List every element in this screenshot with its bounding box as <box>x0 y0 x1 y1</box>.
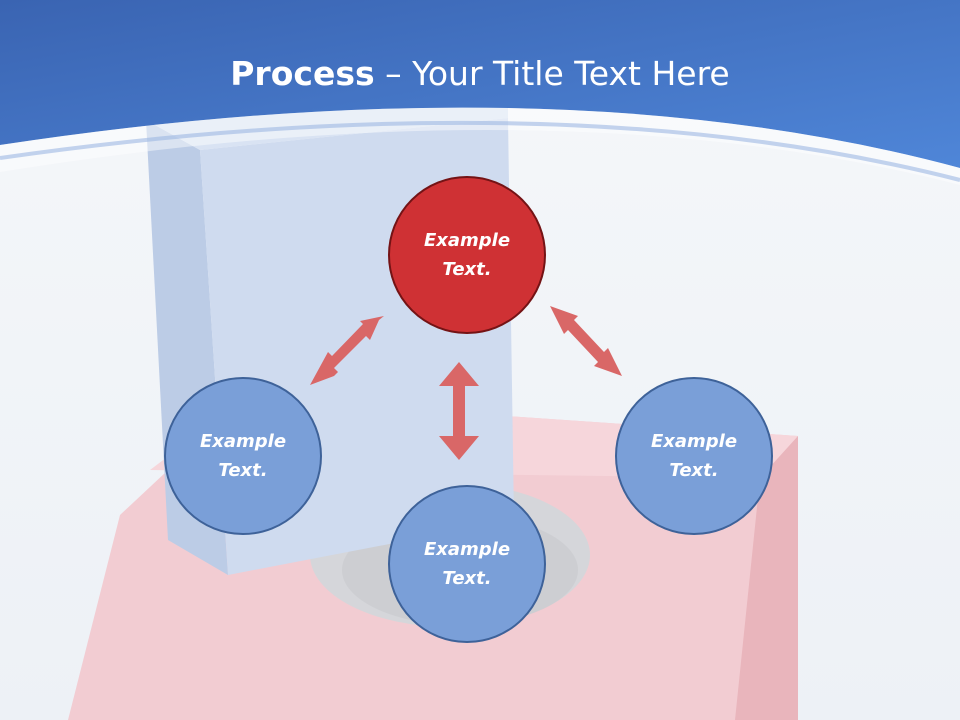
slide-title: Process – Your Title Text Here <box>0 52 960 96</box>
process-node-right: Example Text. <box>615 377 773 535</box>
node-top-label: Example Text. <box>423 230 511 280</box>
process-node-left: Example Text. <box>164 377 322 535</box>
process-node-bottom: Example Text. <box>388 485 546 643</box>
double-arrow-top-left <box>310 316 384 385</box>
title-bold: Process <box>230 54 375 93</box>
title-rest: – Your Title Text Here <box>374 54 730 93</box>
node-right-label: Example Text. <box>650 431 738 481</box>
double-arrow-vertical <box>439 362 479 460</box>
node-bottom-label: Example Text. <box>423 539 511 589</box>
process-node-top: Example Text. <box>388 176 546 334</box>
node-left-label: Example Text. <box>199 431 287 481</box>
double-arrow-top-right <box>550 306 622 376</box>
